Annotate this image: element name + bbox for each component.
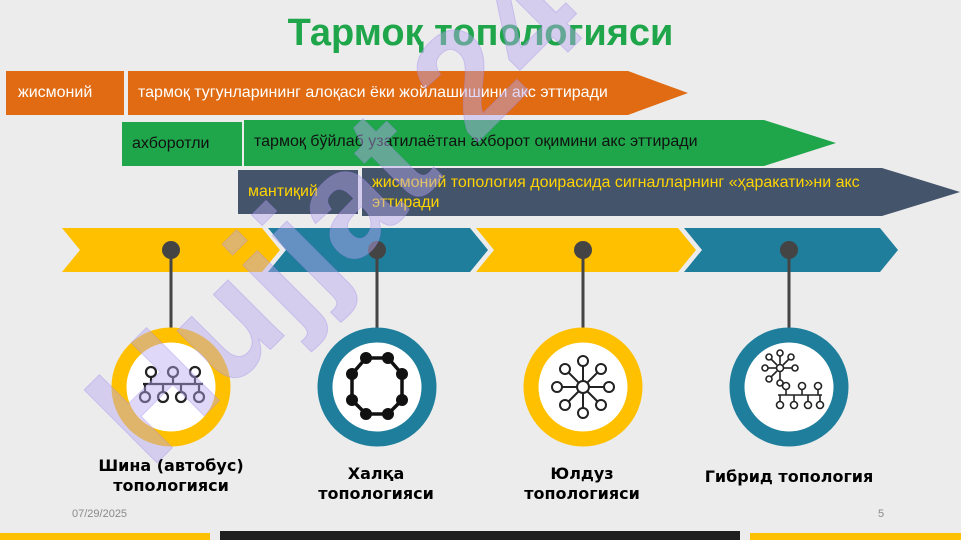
footer-bar-center: [220, 531, 740, 540]
level-arrow-logical: [362, 168, 960, 216]
caption-star: Юлдуз топологияси: [524, 464, 640, 503]
caption-ring: Халқа топологияси: [318, 464, 434, 503]
slide-title: Тармоқ топологияси: [287, 12, 674, 54]
level-label-logical: мантиқий: [238, 170, 358, 214]
footer-bar-right: [750, 533, 961, 540]
caption-bus: Шина (автобус) топологияси: [98, 456, 244, 495]
footer-bar-left: [0, 533, 210, 540]
footer-page-number: 5: [878, 508, 885, 520]
level-description-information: тармоқ бўйлаб узатилаётган ахборот оқими…: [254, 133, 698, 150]
topology-rings: [111, 250, 849, 447]
bus-topology-icon: [138, 365, 206, 404]
level-label-physical: жисмоний: [6, 71, 124, 115]
level-description-physical: тармоқ тугунларининг алоқаси ёки жойлаши…: [138, 84, 608, 101]
level-description-logical: жисмоний топология доирасида сигналларни…: [372, 174, 860, 211]
caption-hybrid: Гибрид топология: [704, 467, 874, 486]
level-label-information: ахборотли: [122, 122, 242, 166]
hybrid-topology-icon: [761, 349, 825, 410]
ring-topology-icon: [346, 352, 408, 420]
star-topology-icon: [551, 355, 615, 419]
footer-date: 07/29/2025: [72, 508, 128, 520]
level-arrow-information: [244, 120, 836, 166]
level-arrow-physical: [128, 71, 688, 115]
